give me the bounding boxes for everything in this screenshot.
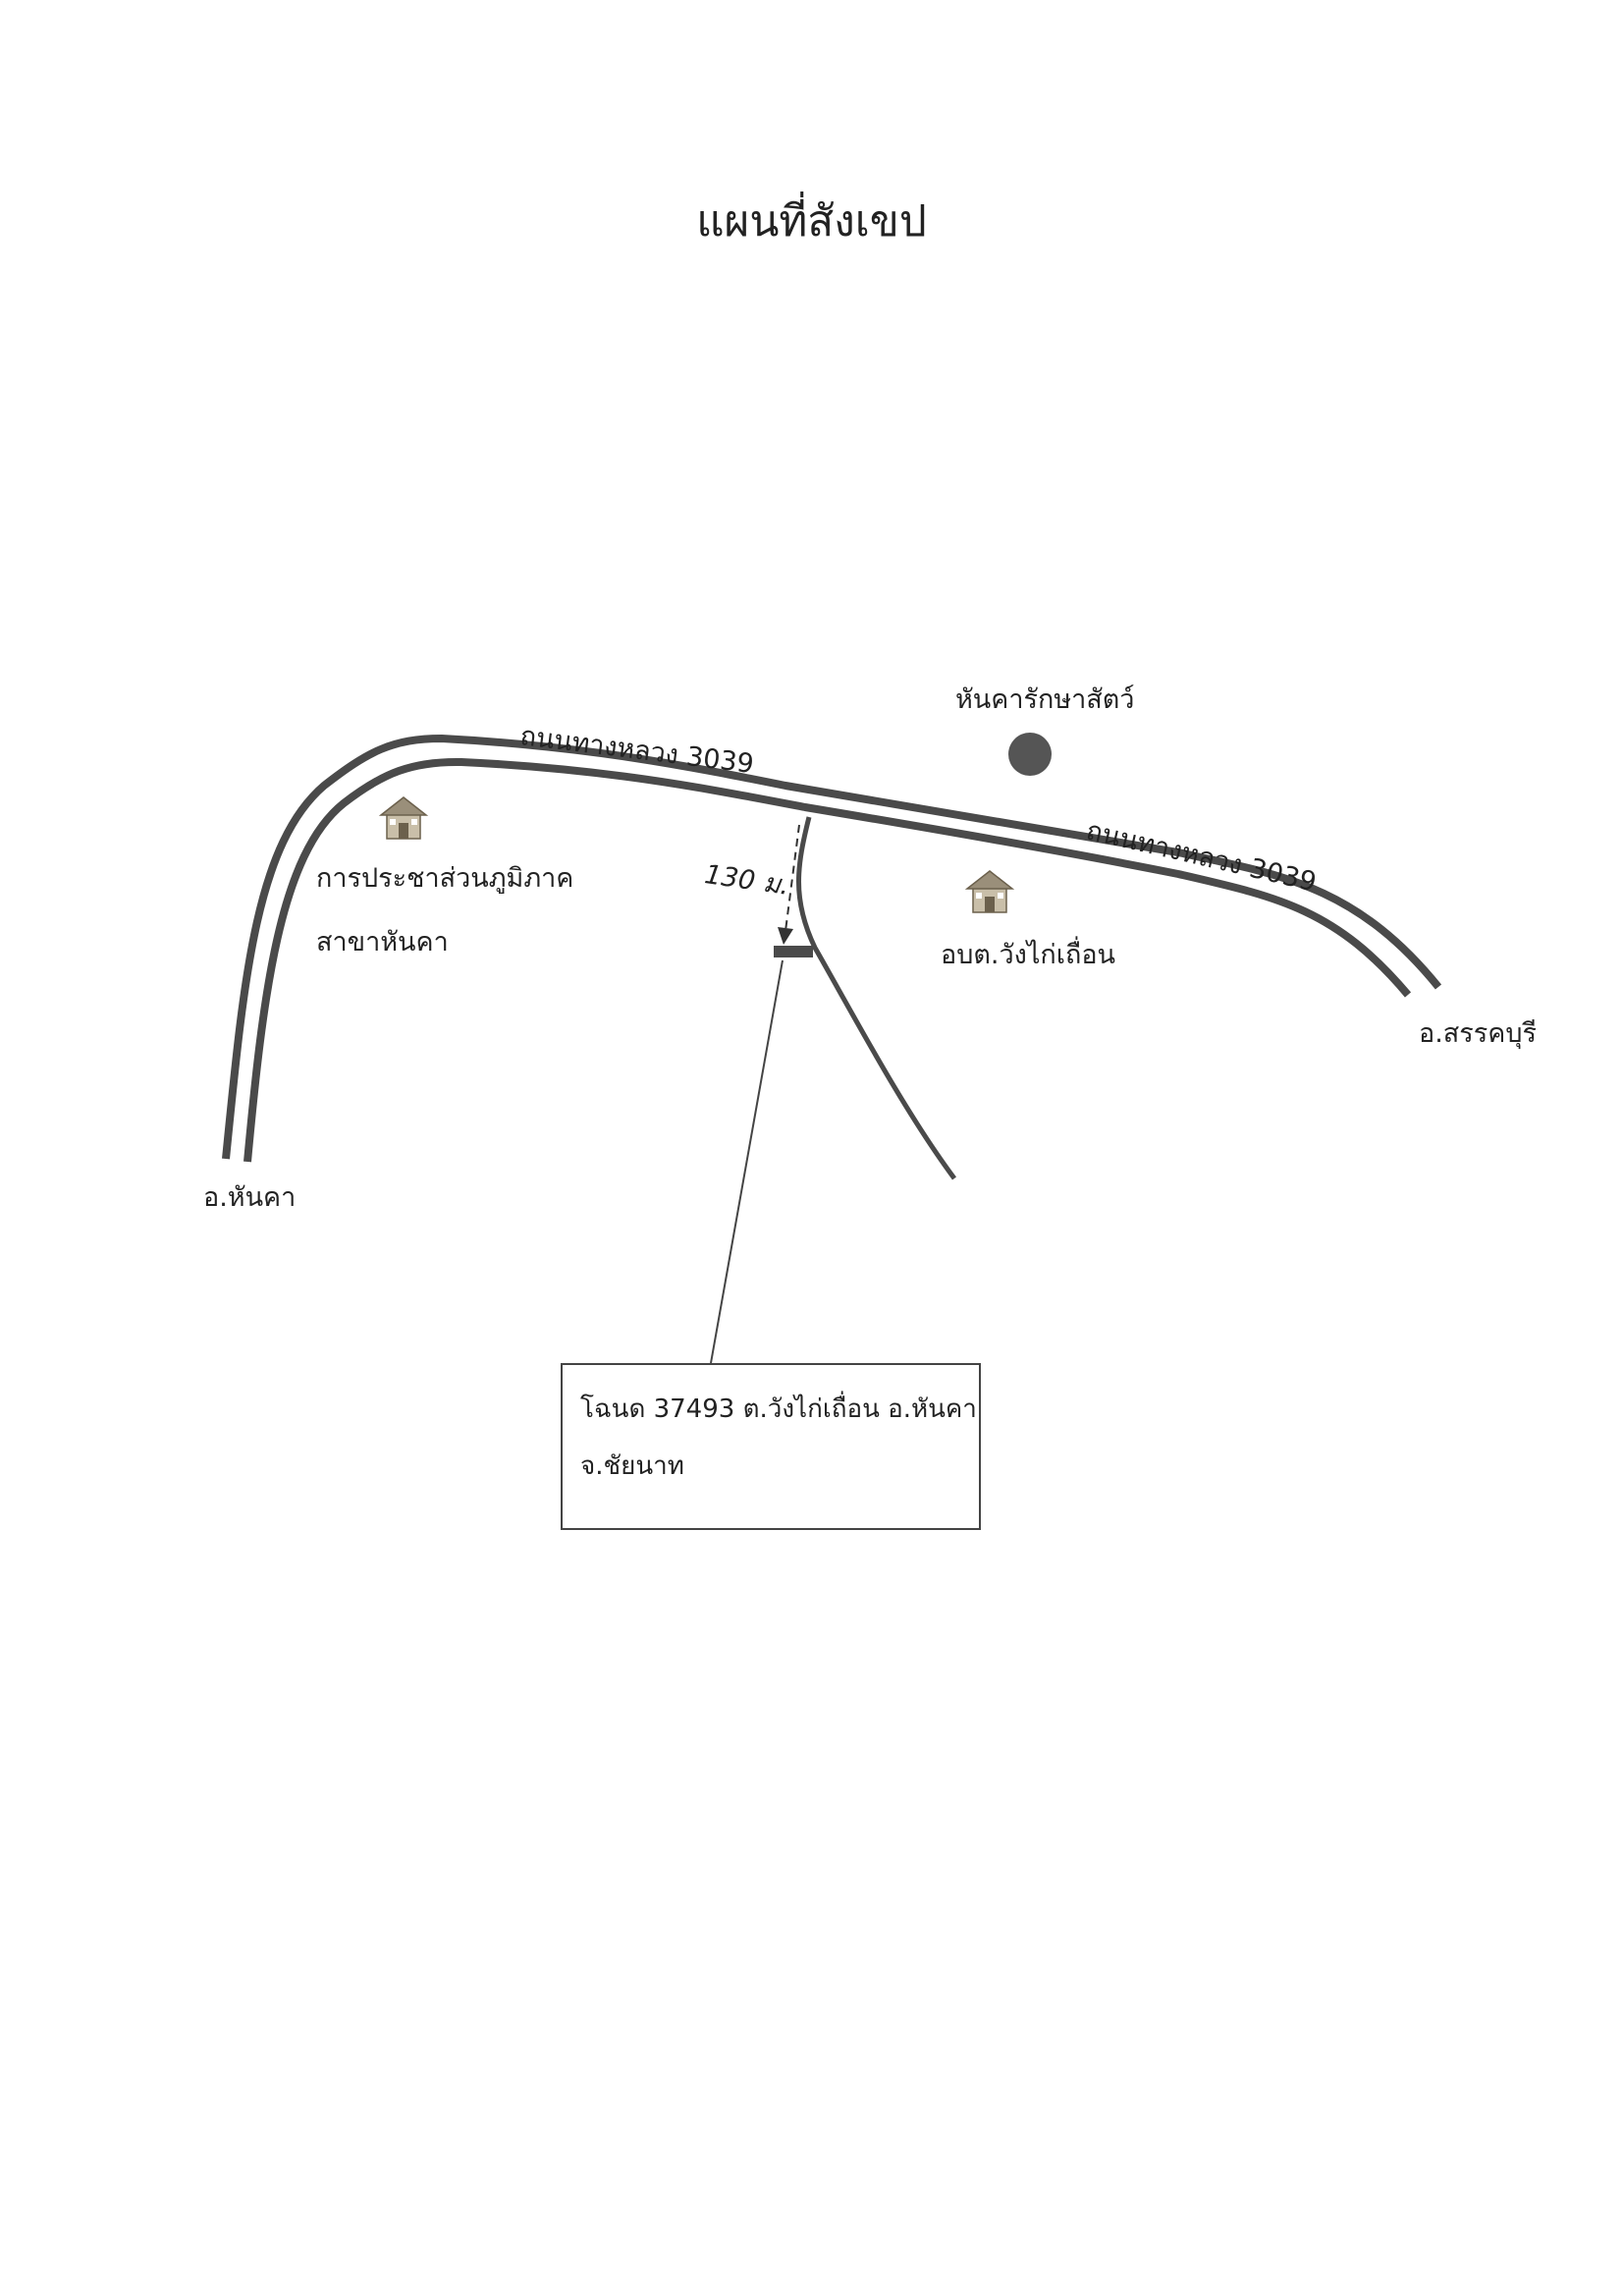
deed-line-1: โฉนด 37493 ต.วังไก่เถื่อน อ.หันคา — [580, 1394, 977, 1424]
landmark-vet: หันคารักษาสัตว์ — [955, 684, 1135, 715]
plot-marker — [774, 946, 813, 957]
deed-line-2: จ.ชัยนาท — [580, 1451, 684, 1481]
landmark-utility-line1: การประชาส่วนภูมิภาค — [316, 863, 574, 894]
destination-east: อ.สรรคบุรี — [1419, 1018, 1537, 1049]
deed-box: โฉนด 37493 ต.วังไก่เถื่อน อ.หันคา จ.ชัยน… — [561, 1363, 981, 1530]
side-road — [796, 816, 957, 1180]
building-icon — [378, 796, 429, 840]
distance-arrow — [778, 824, 800, 945]
page-title: แผนที่สังเขป — [696, 196, 927, 246]
dot-marker-icon — [1008, 733, 1052, 776]
landmark-utility-line2: สาขาหันคา — [316, 927, 449, 957]
highway-3039 — [222, 734, 1442, 1163]
leader-line — [710, 959, 784, 1364]
landmark-sao: อบต.วังไก่เถื่อน — [941, 940, 1115, 970]
destination-west: อ.หันคา — [203, 1182, 297, 1213]
building-icon — [964, 870, 1015, 913]
